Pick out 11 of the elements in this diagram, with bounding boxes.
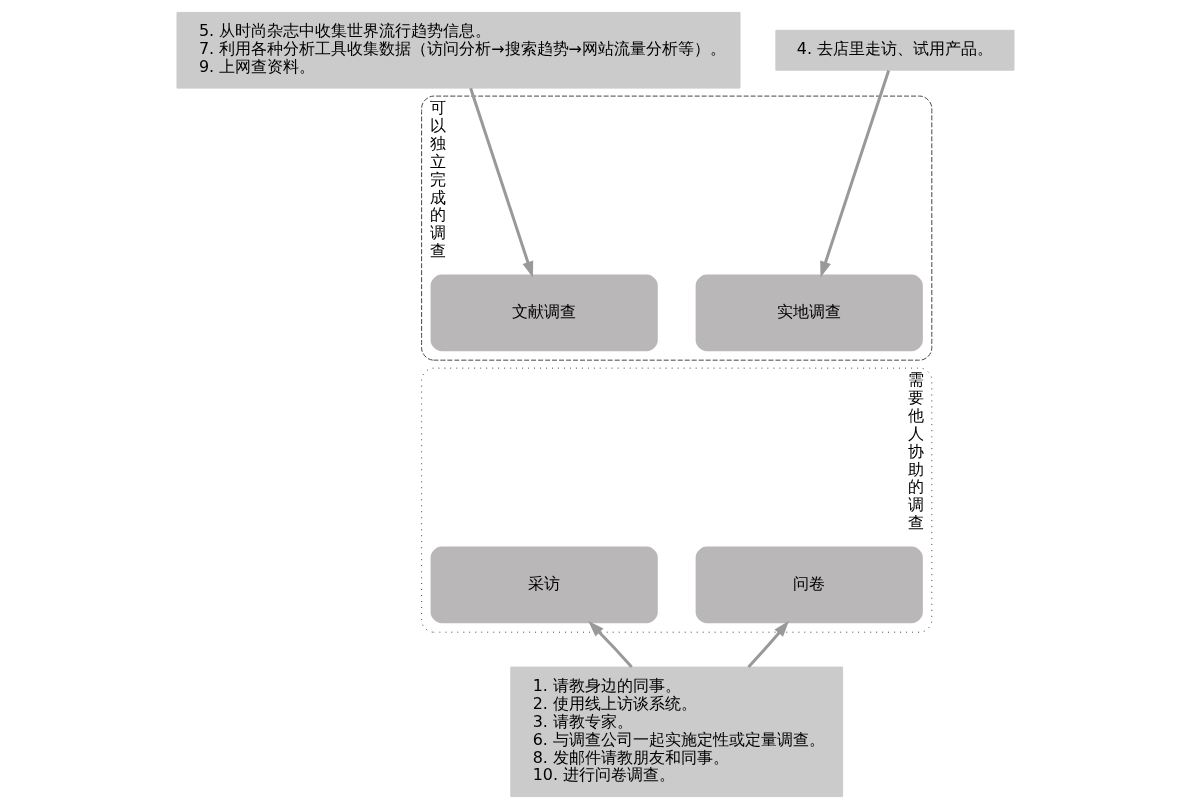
node-box: 采访	[428, 544, 660, 626]
arrow	[746, 620, 789, 668]
node-box: 实地调查	[693, 272, 925, 354]
node-box: 问卷	[693, 544, 925, 626]
node-box: 5. 从时尚杂志中收集世界流行趋势信息。 7. 利用各种分析工具收集数据（访问分析→搜索趋势→网站流量分析等）。 9. 上网查资料。	[176, 11, 740, 89]
node-box: 1. 请教身边的同事。 2. 使用线上访谈系统。 3. 请教专家。 6. 与调查公司一起实施定性或定量调查。 8. 发邮件请教朋友和同事。 10. 进行问卷调查。	[509, 666, 843, 798]
arrow	[819, 69, 890, 278]
node-box: 文献调查	[428, 272, 660, 354]
arrow	[587, 621, 633, 668]
arrow	[468, 87, 533, 278]
node-box: 4. 去店里走访、试用产品。	[774, 29, 1014, 71]
